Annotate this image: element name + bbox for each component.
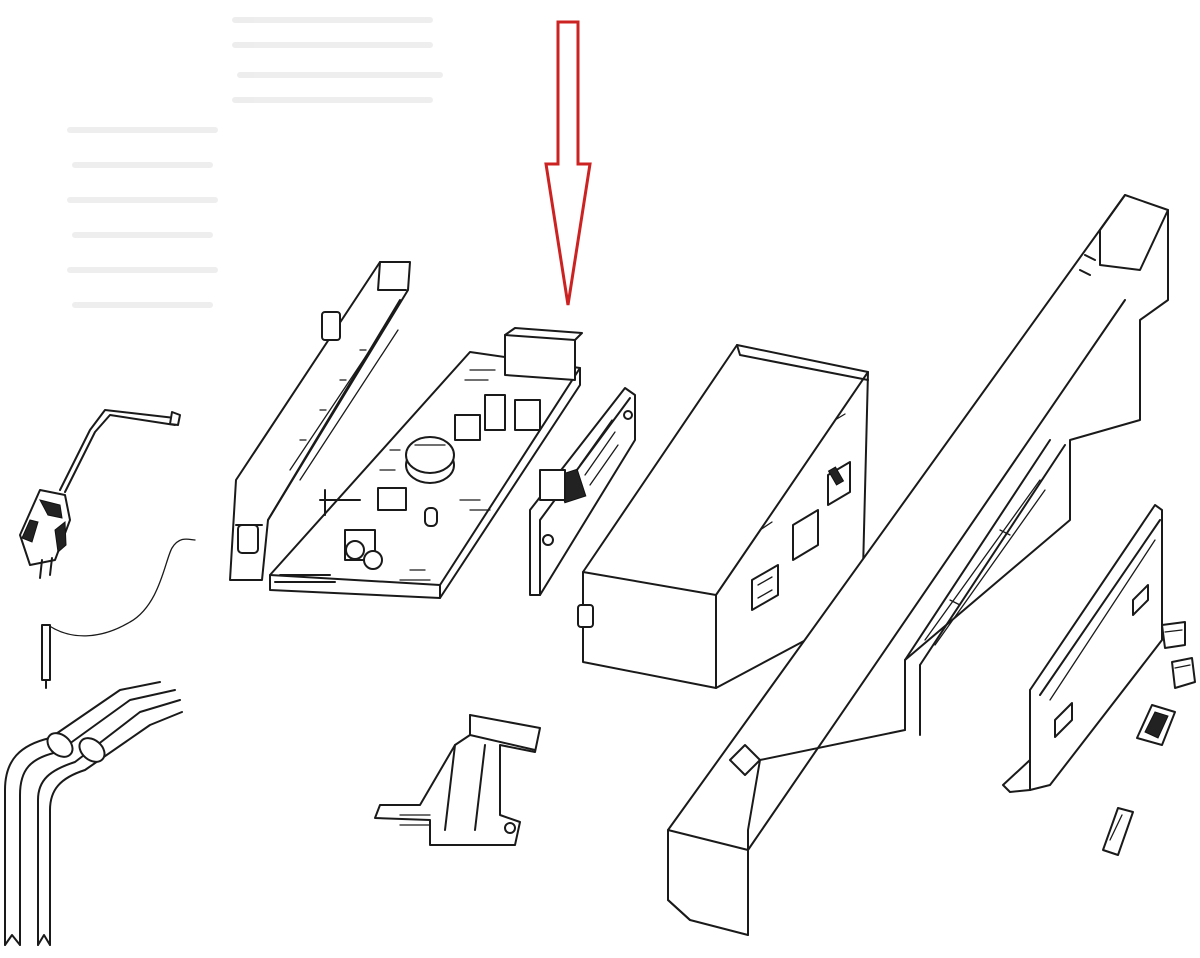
power-plug-icon <box>19 489 71 579</box>
push-button-icon <box>1171 657 1196 689</box>
mounting-bracket <box>374 714 541 846</box>
sensor-cable <box>41 538 196 689</box>
highlight-arrow-icon <box>544 20 592 306</box>
background-ghost-marks <box>67 17 443 308</box>
control-board <box>269 327 583 599</box>
button-keys <box>1102 621 1196 856</box>
mains-plug-cable <box>19 409 181 579</box>
display-board <box>529 387 636 596</box>
front-bracket <box>229 261 411 581</box>
push-button-icon <box>1161 621 1186 649</box>
button-panel <box>1002 504 1163 793</box>
push-button-icon <box>1136 704 1176 746</box>
control-panel-cover <box>667 194 1169 936</box>
push-button-icon <box>1102 807 1134 856</box>
water-hoses <box>4 681 183 946</box>
